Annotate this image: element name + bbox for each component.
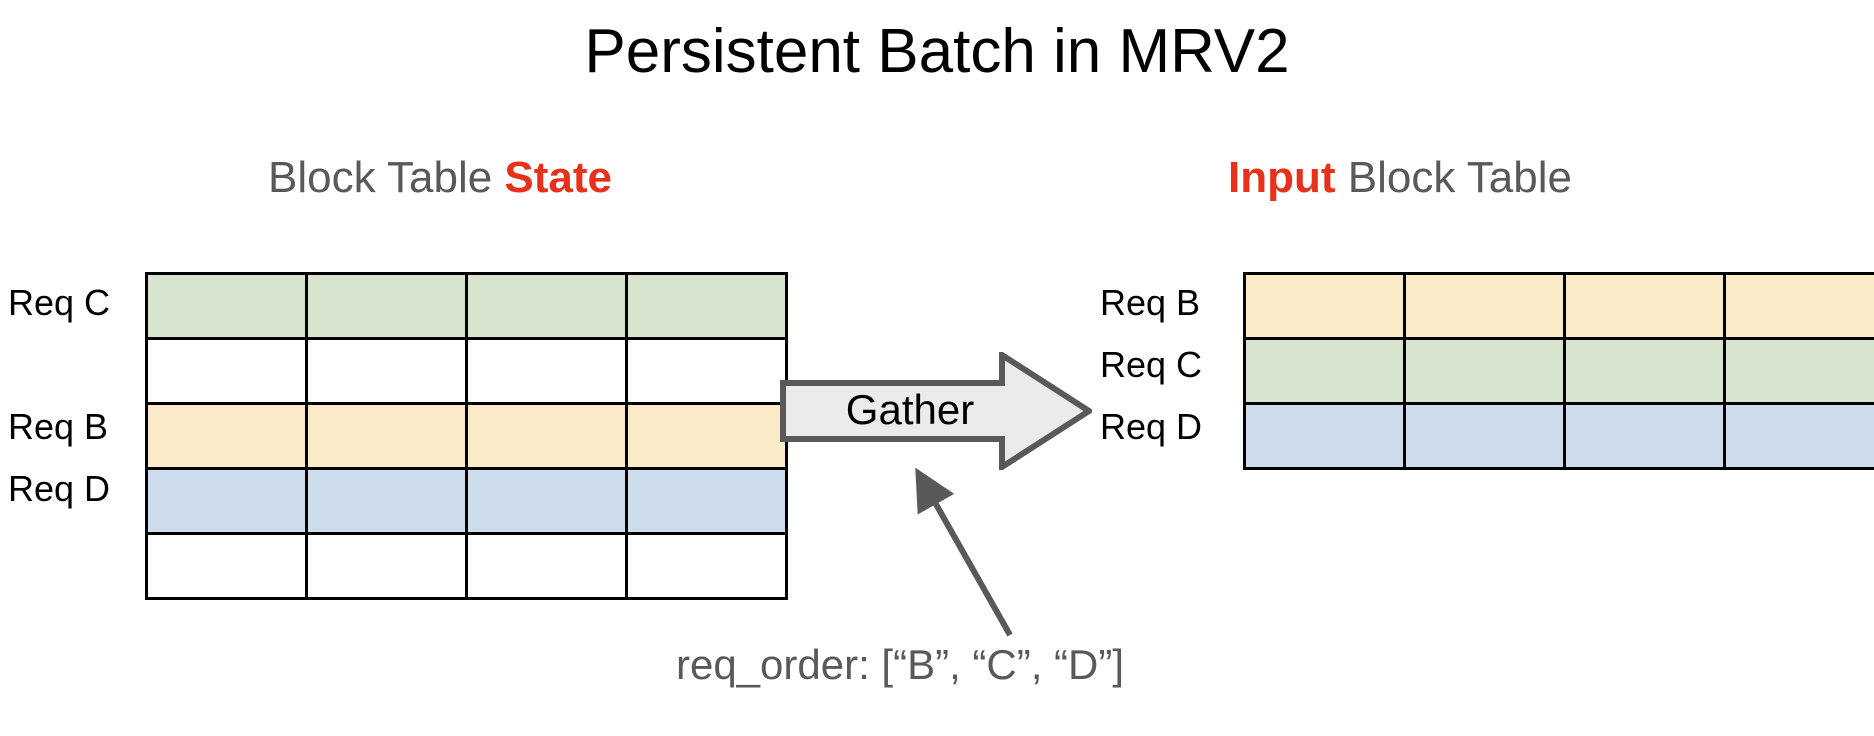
req-order-pointer-arrow-icon: [915, 467, 1013, 637]
state-row-label-req-d: Req D: [8, 468, 111, 509]
heading-left-highlight: State: [504, 153, 613, 202]
table-cell: [305, 272, 468, 340]
table-cell: [625, 532, 788, 600]
table-row: [145, 337, 788, 405]
table-cell: [145, 467, 308, 535]
table-cell: [1723, 337, 1874, 405]
table-cell: [625, 467, 788, 535]
table-row: [145, 532, 788, 600]
table-row: [1243, 402, 1874, 470]
table-cell: [305, 337, 468, 405]
table-cell: [1403, 272, 1566, 340]
gather-arrow-icon: [780, 352, 1092, 470]
input-block-table-body: [1243, 272, 1874, 470]
table-cell: [1563, 272, 1726, 340]
table-cell: [1403, 402, 1566, 470]
table-cell: [1243, 272, 1406, 340]
table-cell: [1563, 337, 1726, 405]
table-row: [145, 402, 788, 470]
table-cell: [145, 272, 308, 340]
input-row-label-req-d: Req D: [1100, 406, 1203, 447]
table-row: [145, 272, 788, 340]
heading-input-block-table: Input Block Table: [1050, 152, 1750, 204]
table-cell: [145, 402, 308, 470]
block-table-state-body: [145, 272, 788, 600]
heading-right-highlight: Input: [1228, 153, 1336, 202]
table-cell: [1723, 272, 1874, 340]
heading-right-plain-after: Block Table: [1335, 153, 1572, 202]
table-row: [1243, 272, 1874, 340]
table-cell: [305, 467, 468, 535]
table-cell: [625, 272, 788, 340]
table-cell: [1563, 402, 1726, 470]
heading-left-plain-before: Block Table: [267, 153, 505, 202]
table-cell: [1243, 337, 1406, 405]
table-row: [1243, 337, 1874, 405]
table-cell: [1403, 337, 1566, 405]
table-cell: [145, 337, 308, 405]
table-cell: [465, 272, 628, 340]
table-cell: [305, 532, 468, 600]
input-row-label-req-b: Req B: [1100, 282, 1201, 323]
table-cell: [145, 532, 308, 600]
table-cell: [1723, 402, 1874, 470]
req-order-caption: req_order: [“B”, “C”, “D”]: [675, 641, 1125, 688]
input-block-table: [1243, 272, 1874, 470]
state-row-label-req-c: Req C: [8, 282, 111, 323]
heading-block-table-state: Block Table State: [120, 152, 760, 204]
table-cell: [1243, 402, 1406, 470]
table-cell: [465, 467, 628, 535]
table-row: [145, 467, 788, 535]
block-table-state: [145, 272, 788, 600]
state-row-label-req-b: Req B: [8, 406, 109, 447]
table-cell: [625, 402, 788, 470]
table-cell: [305, 402, 468, 470]
table-cell: [465, 402, 628, 470]
input-row-label-req-c: Req C: [1100, 344, 1203, 385]
table-cell: [465, 532, 628, 600]
table-cell: [625, 337, 788, 405]
page-title: Persistent Batch in MRV2: [584, 17, 1290, 86]
table-cell: [465, 337, 628, 405]
